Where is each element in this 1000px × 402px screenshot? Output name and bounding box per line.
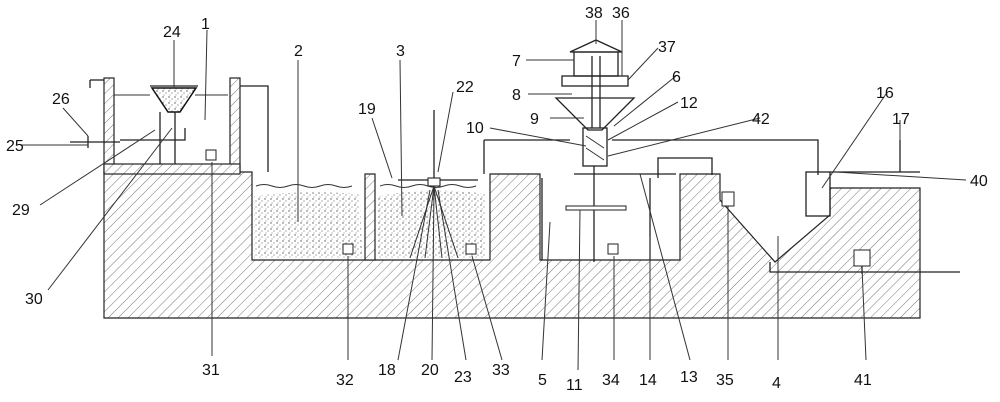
label-6: 6 <box>672 69 681 86</box>
label-5: 5 <box>538 372 547 389</box>
label-9: 9 <box>530 111 539 128</box>
part-labels: 1 24 26 25 29 30 31 2 3 19 22 32 18 20 2… <box>6 5 988 394</box>
screening-tank <box>70 79 269 172</box>
strainer-basket <box>150 87 198 113</box>
pump-33 <box>465 243 477 255</box>
label-38: 38 <box>585 5 603 22</box>
label-22: 22 <box>456 79 474 96</box>
label-2: 2 <box>294 43 303 60</box>
label-29: 29 <box>12 202 30 219</box>
reaction-tank-5 <box>483 39 819 262</box>
pump-41 <box>853 249 871 267</box>
settling-tank-4 <box>721 140 960 274</box>
label-20: 20 <box>421 362 439 379</box>
aerator-head <box>427 177 441 187</box>
label-10: 10 <box>466 120 484 137</box>
label-40: 40 <box>970 173 988 190</box>
label-7: 7 <box>512 53 521 70</box>
sedimentation-tank-2 <box>254 184 362 258</box>
label-23: 23 <box>454 369 472 386</box>
label-26: 26 <box>52 91 70 108</box>
pump-31 <box>205 149 217 161</box>
label-4: 4 <box>772 375 781 392</box>
label-30: 30 <box>25 291 43 308</box>
label-17: 17 <box>892 111 910 128</box>
pump-34 <box>607 243 619 255</box>
label-14: 14 <box>639 372 657 389</box>
label-16: 16 <box>876 85 894 102</box>
label-36: 36 <box>612 5 630 22</box>
label-33: 33 <box>492 362 510 379</box>
leader-lines <box>20 20 967 371</box>
label-37: 37 <box>658 39 676 56</box>
label-31: 31 <box>202 362 220 379</box>
label-32: 32 <box>336 372 354 389</box>
label-34: 34 <box>602 372 620 389</box>
pump-35 <box>721 191 735 207</box>
label-18: 18 <box>378 362 396 379</box>
label-35: 35 <box>716 372 734 389</box>
label-19: 19 <box>358 101 376 118</box>
label-1: 1 <box>201 16 210 33</box>
label-3: 3 <box>396 43 405 60</box>
label-13: 13 <box>680 369 698 386</box>
label-12: 12 <box>680 95 698 112</box>
label-41: 41 <box>854 372 872 389</box>
label-25: 25 <box>6 138 24 155</box>
aeration-tank-3 <box>378 110 486 259</box>
pump-32 <box>342 243 354 255</box>
label-11: 11 <box>566 377 583 394</box>
label-8: 8 <box>512 87 521 104</box>
ground-structure <box>103 77 921 319</box>
label-42: 42 <box>752 111 770 128</box>
label-24: 24 <box>163 24 181 41</box>
